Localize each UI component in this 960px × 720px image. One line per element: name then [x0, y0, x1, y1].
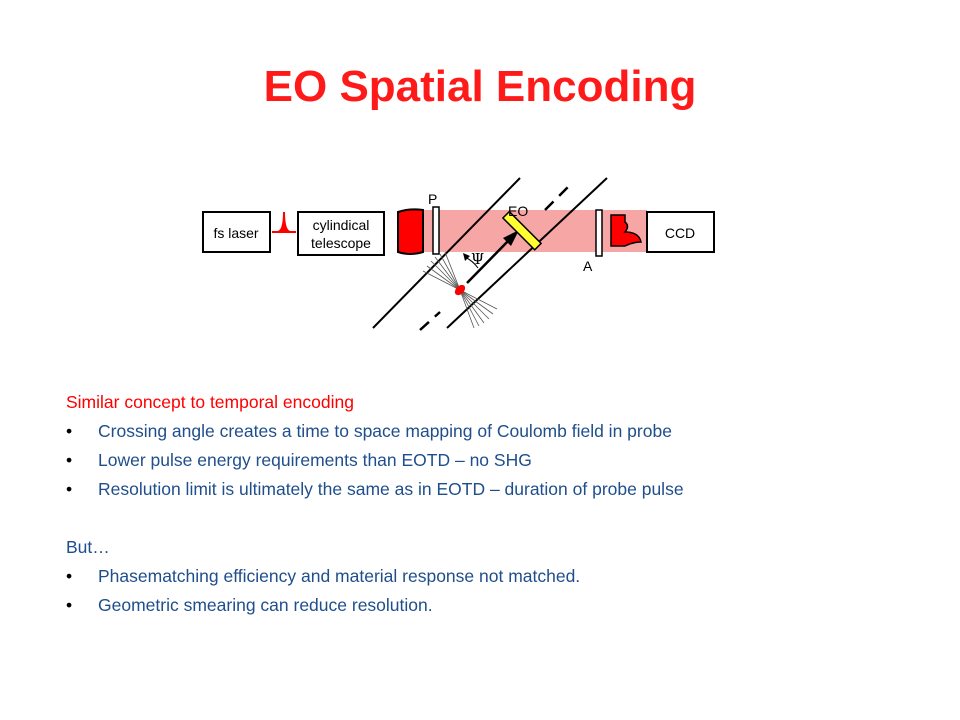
angle-label: Ψ [471, 250, 484, 268]
lead-text: Similar concept to temporal encoding [66, 392, 354, 412]
electron-bunch [454, 284, 466, 296]
fs-laser-box [202, 211, 271, 253]
analyzer [595, 209, 603, 257]
slide-title: EO Spatial Encoding [263, 62, 697, 111]
telescope-box [297, 211, 385, 256]
bullet-item: Resolution limit is ultimately the same … [66, 475, 926, 504]
eo-crystal [501, 210, 543, 251]
bullet-item: Lower pulse energy requirements than EOT… [66, 446, 926, 475]
analyzer-label: A [583, 258, 593, 274]
telescope-label-1: cylindical [313, 217, 370, 233]
ebeam-dash-left [419, 311, 441, 331]
telescope-label-2: telescope [311, 235, 371, 251]
angle-arrowhead [463, 253, 470, 261]
but-label: But… [66, 537, 110, 557]
ebeam-line-right [446, 177, 608, 329]
laser-pulse [276, 211, 292, 233]
ccd-box [646, 211, 715, 253]
coulomb-field-fan [422, 251, 498, 329]
bullet-item: Crossing angle creates a time to space m… [66, 417, 926, 446]
slide-body: Similar concept to temporal encoding Cro… [66, 388, 926, 620]
bullet-item: Geometric smearing can reduce resolution… [66, 591, 926, 620]
ebeam-dash-right [544, 181, 574, 211]
polarizer-label: P [428, 191, 437, 207]
eo-setup-diagram: fs laser cylindical telescope P [202, 177, 715, 331]
bullet-list-1: Crossing angle creates a time to space m… [66, 417, 926, 504]
crystal-label: EO [508, 203, 528, 219]
bullet-list-2: Phasematching efficiency and material re… [66, 562, 926, 620]
spacer [66, 504, 926, 533]
propagation-arrow [466, 235, 514, 284]
ccd-label: CCD [665, 225, 695, 241]
detected-signal [610, 214, 642, 247]
cylindrical-lens [397, 208, 424, 255]
arrow-head [503, 230, 519, 246]
bullet-item: Phasematching efficiency and material re… [66, 562, 926, 591]
ebeam-line-left [372, 177, 521, 329]
fs-laser-label: fs laser [213, 225, 258, 241]
polarizer [432, 206, 440, 255]
